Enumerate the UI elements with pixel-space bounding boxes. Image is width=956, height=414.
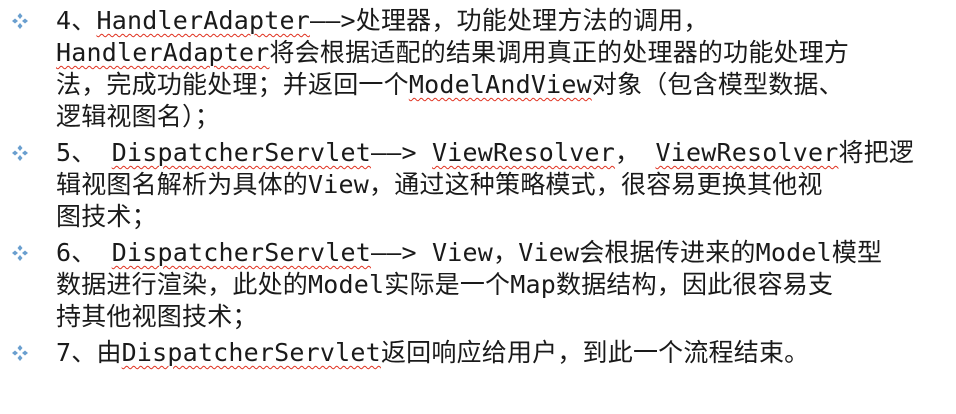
four-diamond-bullet-icon (12, 245, 28, 261)
text-line: 法，完成功能处理；并返回一个ModelAndView对象（包含模型数据、 (56, 70, 844, 99)
text-line: 4、HandlerAdapter——>处理器，功能处理方法的调用， (56, 6, 709, 35)
text-line: 辑视图名解析为具体的View，通过这种策略模式，很容易更换其他视 (56, 170, 823, 199)
four-diamond-bullet-icon (12, 13, 28, 29)
text-line: 5、 DispatcherServlet——> ViewResolver， Vi… (56, 138, 915, 167)
text-line: HandlerAdapter将会根据适配的结果调用真正的处理器的功能处理方 (56, 38, 850, 67)
list-item-step-4: 4、HandlerAdapter——>处理器，功能处理方法的调用， Handle… (0, 5, 956, 133)
list-item-step-6: 6、 DispatcherServlet——> View，View会根据传进来的… (0, 237, 956, 333)
text-line: 数据进行渲染，此处的Model实际是一个Map数据结构，因此很容易支 (56, 270, 834, 299)
text-line: 逻辑视图名）； (56, 102, 220, 131)
four-diamond-bullet-icon (12, 145, 28, 161)
text-line: 7、由DispatcherServlet返回响应给用户，到此一个流程结束。 (56, 338, 810, 367)
text-line: 持其他视图技术； (56, 302, 258, 331)
list-item-step-5: 5、 DispatcherServlet——> ViewResolver， Vi… (0, 137, 956, 233)
list-item-step-7: 7、由DispatcherServlet返回响应给用户，到此一个流程结束。 (0, 337, 956, 369)
text-line: 图技术； (56, 202, 157, 231)
text-line: 6、 DispatcherServlet——> View，View会根据传进来的… (56, 238, 883, 267)
four-diamond-bullet-icon (12, 345, 28, 361)
